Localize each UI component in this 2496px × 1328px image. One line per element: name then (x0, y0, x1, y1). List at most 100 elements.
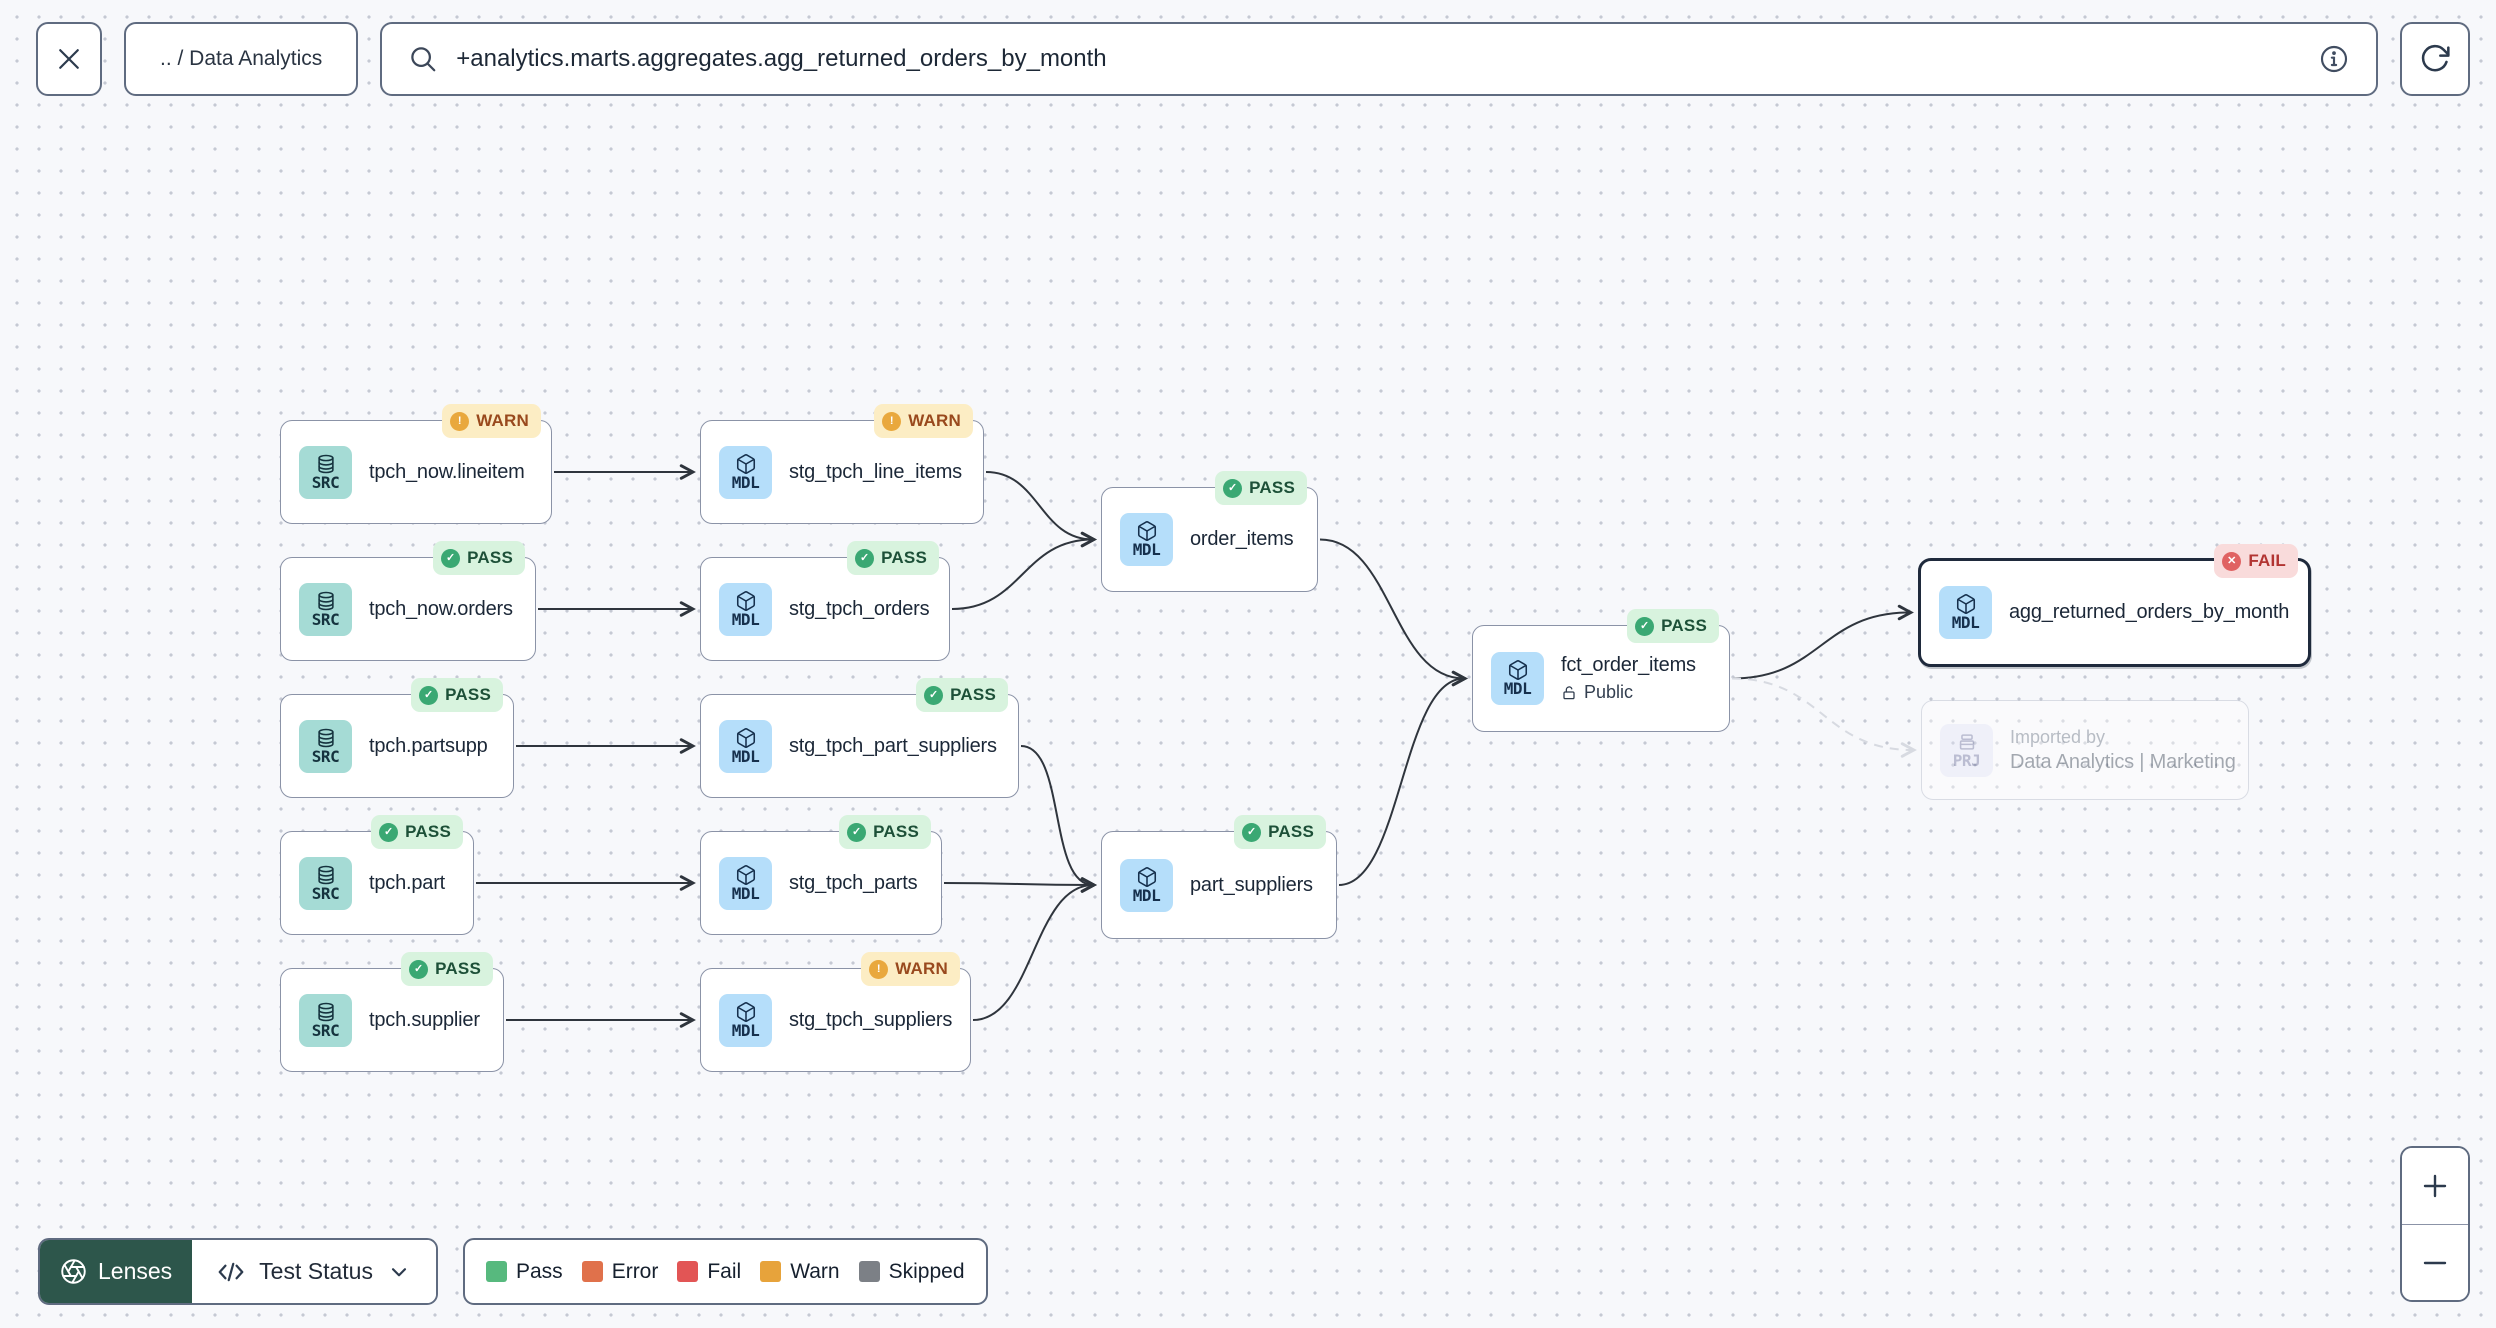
close-button[interactable] (36, 22, 102, 96)
unlock-icon (1561, 685, 1577, 701)
access-row: Public (1561, 682, 1696, 703)
node-title: stg_tpch_line_items (789, 460, 962, 483)
search-input[interactable]: +analytics.marts.aggregates.agg_returned… (456, 45, 1107, 72)
plus-icon (2419, 1170, 2451, 1202)
lens-bar: Lenses Test Status (38, 1238, 438, 1305)
breadcrumb[interactable]: .. / Data Analytics (124, 22, 359, 96)
node-text: stg_tpch_part_suppliers (789, 735, 997, 758)
mdl-chip: MDL (719, 993, 772, 1047)
node-title: tpch.supplier (369, 1008, 480, 1031)
status-badge-pass: ✓PASS (401, 952, 493, 986)
search-icon (408, 44, 438, 74)
mdl-chip: MDL (719, 582, 772, 636)
status-badge-pass: ✓PASS (916, 678, 1008, 712)
status-badge-pass: ✓PASS (371, 815, 463, 849)
search-bar[interactable]: +analytics.marts.aggregates.agg_returned… (380, 22, 2378, 96)
legend-label: Error (611, 1259, 659, 1283)
cube-icon (735, 590, 757, 612)
mdl-chip: MDL (1939, 586, 1992, 639)
cube-icon (1507, 659, 1529, 681)
database-icon (315, 453, 337, 475)
node-text: stg_tpch_orders (789, 597, 930, 621)
legend-swatch (760, 1261, 782, 1282)
status-icon: ✓ (1223, 478, 1243, 498)
node-text: stg_tpch_line_items (789, 461, 962, 484)
refresh-icon (2419, 43, 2451, 75)
cube-icon (735, 1001, 757, 1023)
database-icon (315, 590, 337, 612)
status-badge-pass: ✓PASS (411, 678, 503, 712)
node-src_supplier[interactable]: SRC tpch.supplier ✓PASS (280, 952, 504, 1072)
status-icon: ! (869, 959, 889, 979)
status-icon: ! (882, 411, 902, 431)
mdl-chip: MDL (1491, 652, 1544, 705)
cube-icon (735, 864, 757, 886)
node-title: stg_tpch_suppliers (789, 1008, 953, 1031)
legend-item-skipped: Skipped (858, 1260, 965, 1284)
zoom-in-button[interactable] (2402, 1148, 2468, 1224)
legend-item-error: Error (581, 1259, 659, 1284)
cube-icon (1136, 866, 1158, 888)
access-label: Public (1584, 682, 1634, 702)
node-type-label: MDL (1951, 613, 1980, 633)
info-icon[interactable] (2318, 43, 2350, 75)
node-type-label: MDL (731, 883, 760, 903)
status-icon: ✕ (2222, 551, 2242, 571)
zoom-controls (2400, 1146, 2470, 1302)
node-src_orders[interactable]: SRC tpch_now.orders ✓PASS (280, 541, 536, 661)
close-icon (54, 44, 84, 74)
node-type-label: MDL (1132, 540, 1161, 560)
node-type-label: MDL (731, 609, 760, 629)
node-title: stg_tpch_parts (789, 871, 918, 894)
legend-item-warn: Warn (760, 1260, 840, 1284)
status-badge-warn: !WARN (861, 952, 960, 986)
node-title: stg_tpch_orders (789, 597, 930, 620)
src-chip: SRC (299, 445, 352, 499)
cube-icon (1955, 593, 1977, 615)
node-type-label: MDL (731, 1020, 760, 1040)
node-title: order_items (1190, 528, 1294, 550)
zoom-out-button[interactable] (2402, 1224, 2468, 1300)
status-badge-pass: ✓PASS (433, 541, 525, 575)
node-text: stg_tpch_parts (789, 871, 918, 895)
node-type-label: PRJ (1952, 750, 1981, 770)
node-type-label: SRC (311, 1020, 340, 1040)
lens-selector[interactable]: Test Status (192, 1240, 436, 1303)
legend-item-fail: Fail (677, 1260, 741, 1284)
status-icon: ✓ (847, 822, 867, 842)
status-icon: ✓ (409, 959, 429, 979)
src-chip: SRC (299, 719, 352, 773)
status-badge-pass: ✓PASS (1627, 609, 1719, 643)
node-title: stg_tpch_part_suppliers (789, 734, 997, 757)
node-text: part_suppliers (1190, 874, 1313, 897)
node-type-label: SRC (311, 609, 340, 629)
refresh-button[interactable] (2400, 22, 2470, 96)
node-stg_part_suppliers[interactable]: MDL stg_tpch_part_suppliers ✓PASS (700, 678, 1019, 798)
node-stg_suppliers[interactable]: MDL stg_tpch_suppliers !WARN (700, 952, 971, 1072)
status-icon: ✓ (1242, 822, 1262, 842)
node-type-label: SRC (311, 472, 340, 492)
node-type-label: MDL (731, 746, 760, 766)
legend-swatch (677, 1261, 699, 1282)
status-badge-pass: ✓PASS (1234, 815, 1326, 849)
node-title: Data Analytics | Marketing (2010, 750, 2236, 773)
node-type-label: MDL (1503, 679, 1532, 699)
lenses-button[interactable]: Lenses (40, 1240, 193, 1303)
status-icon: ✓ (855, 548, 875, 568)
node-title: tpch_now.orders (369, 597, 513, 620)
